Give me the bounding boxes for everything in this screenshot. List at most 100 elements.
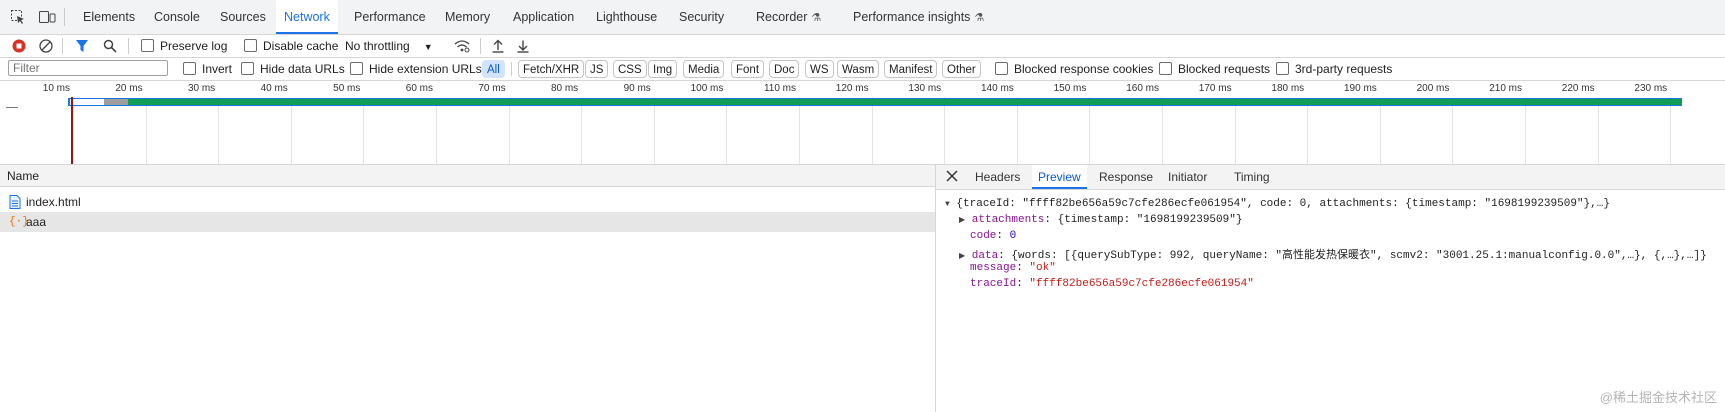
timeline-gridline [1162, 97, 1163, 164]
json-root-node[interactable]: ▼ {traceId: "ffff82be656a59c7cfe286ecfe0… [945, 198, 1610, 210]
divider [480, 38, 481, 54]
tab-memory[interactable]: Memory [445, 10, 491, 24]
timeline-gridline [653, 97, 655, 164]
timeline-tick-label: 110 ms [763, 83, 796, 94]
timeline-tick-label: 20 ms [115, 83, 143, 94]
tab-security[interactable]: Security [679, 10, 725, 24]
timeline-tick-label: 120 ms [835, 83, 869, 94]
checkbox-box[interactable] [141, 39, 154, 52]
hide-data-urls-checkbox[interactable]: Hide data URLs [241, 58, 345, 80]
request-row[interactable]: {·} aaa [0, 212, 935, 232]
inspect-element-icon[interactable] [10, 9, 26, 25]
divider [511, 62, 512, 76]
invert-checkbox[interactable]: Invert [183, 58, 232, 80]
json-root-summary: {traceId: "ffff82be656a59c7cfe286ecfe061… [956, 198, 1610, 210]
filter-input[interactable] [8, 60, 168, 76]
tab-network[interactable]: Network [276, 0, 338, 34]
checkbox-box[interactable] [1276, 62, 1289, 75]
close-icon[interactable] [945, 169, 959, 186]
json-key: attachments [971, 214, 1045, 226]
timeline-tick-label: 160 ms [1126, 83, 1159, 94]
device-toolbar-icon[interactable] [38, 9, 56, 25]
tab-application[interactable]: Application [513, 10, 575, 24]
timeline-tick-label: 130 ms [908, 83, 942, 94]
timeline-gridline [1597, 97, 1599, 164]
tab-elements[interactable]: Elements [83, 10, 136, 24]
search-icon[interactable] [101, 37, 119, 55]
disable-cache-checkbox[interactable]: Disable cache [244, 35, 338, 57]
preserve-log-checkbox[interactable]: Preserve log [141, 35, 227, 57]
expanded-triangle-icon[interactable]: ▼ [945, 200, 950, 209]
type-filter-wasm[interactable]: Wasm [837, 60, 880, 78]
request-row[interactable]: index.html [0, 192, 935, 212]
hide-extension-urls-checkbox[interactable]: Hide extension URLs [350, 58, 482, 80]
type-filter-js[interactable]: JS [585, 60, 609, 78]
type-filter-font[interactable]: Font [731, 60, 765, 78]
blocked-response-cookies-checkbox[interactable]: Blocked response cookies [995, 58, 1153, 80]
tab-headers[interactable]: Headers [975, 170, 1021, 184]
tab-sources[interactable]: Sources [220, 10, 266, 24]
json-value: 0 [1009, 230, 1017, 242]
checkbox-box[interactable] [350, 62, 363, 75]
tab-console[interactable]: Console [154, 10, 200, 24]
divider [128, 38, 129, 54]
network-conditions-icon[interactable] [453, 37, 471, 55]
throttling-select[interactable]: No throttling▼ [345, 35, 433, 57]
third-party-requests-label: 3rd-party requests [1295, 62, 1393, 76]
json-key: traceId [970, 278, 1017, 290]
blocked-requests-checkbox[interactable]: Blocked requests [1159, 58, 1270, 80]
tab-preview[interactable]: Preview [1032, 165, 1087, 189]
checkbox-box[interactable] [183, 62, 196, 75]
type-filter-img[interactable]: Img [648, 60, 678, 78]
import-har-icon[interactable] [489, 37, 507, 55]
timeline-tick-label: 150 ms [1053, 83, 1087, 94]
export-har-icon[interactable] [514, 37, 532, 55]
timeline-queued-segment [104, 99, 128, 105]
clear-icon[interactable] [37, 37, 55, 55]
type-filter-all[interactable]: All [482, 60, 505, 78]
tab-performance-insights[interactable]: Performance insights⚗ [845, 0, 992, 34]
preserve-log-label: Preserve log [160, 39, 228, 53]
checkbox-box[interactable] [244, 39, 257, 52]
experiment-flask-icon: ⚗ [974, 12, 985, 24]
json-node-message: message: "ok" [970, 262, 1056, 274]
collapsed-triangle-icon[interactable]: ▶ [959, 216, 966, 225]
name-column-header[interactable]: Name [0, 165, 935, 187]
tab-initiator[interactable]: Initiator [1168, 170, 1208, 184]
tab-recorder[interactable]: Recorder⚗ [748, 0, 829, 34]
collapsed-triangle-icon[interactable]: ▶ [959, 252, 966, 261]
timeline-tick-label: 100 ms [690, 83, 724, 94]
stop-recording-icon[interactable] [10, 37, 28, 55]
timeline-tick-label: 30 ms [187, 83, 216, 94]
timeline-gridline [871, 97, 873, 164]
request-name: aaa [26, 215, 47, 229]
third-party-requests-checkbox[interactable]: 3rd-party requests [1276, 58, 1392, 80]
tab-timing[interactable]: Timing [1234, 170, 1270, 184]
timeline-tick-label: 170 ms [1198, 83, 1232, 94]
type-filter-media[interactable]: Media [683, 60, 725, 78]
type-filter-fetch-xhr[interactable]: Fetch/XHR [518, 60, 585, 78]
type-filter-other[interactable]: Other [942, 60, 981, 78]
filter-icon[interactable] [73, 37, 91, 55]
json-node-data[interactable]: ▶ data: {words: [{querySubType: 992, que… [959, 250, 1707, 262]
json-node-attachments[interactable]: ▶ attachments: {timestamp: "169819923950… [959, 214, 1243, 226]
json-value: {timestamp: "1698199239509"} [1057, 214, 1243, 226]
timeline-handle[interactable] [6, 107, 18, 108]
checkbox-box[interactable] [995, 62, 1008, 75]
type-filter-doc[interactable]: Doc [769, 60, 800, 78]
timeline-gridline [581, 97, 583, 164]
type-filter-manifest[interactable]: Manifest [884, 60, 938, 78]
type-filter-css[interactable]: CSS [613, 60, 647, 78]
json-key: data [971, 250, 999, 262]
hide-data-urls-label: Hide data URLs [260, 62, 345, 76]
tab-response[interactable]: Response [1099, 170, 1154, 184]
checkbox-box[interactable] [1159, 62, 1172, 75]
timeline-gridline [363, 97, 365, 164]
tab-lighthouse[interactable]: Lighthouse [596, 10, 658, 24]
timeline-tick-label: 140 ms [981, 83, 1014, 94]
type-filter-ws[interactable]: WS [805, 60, 834, 78]
tab-performance[interactable]: Performance [354, 10, 426, 24]
timeline-gridline [1089, 97, 1091, 164]
checkbox-box[interactable] [241, 62, 254, 75]
